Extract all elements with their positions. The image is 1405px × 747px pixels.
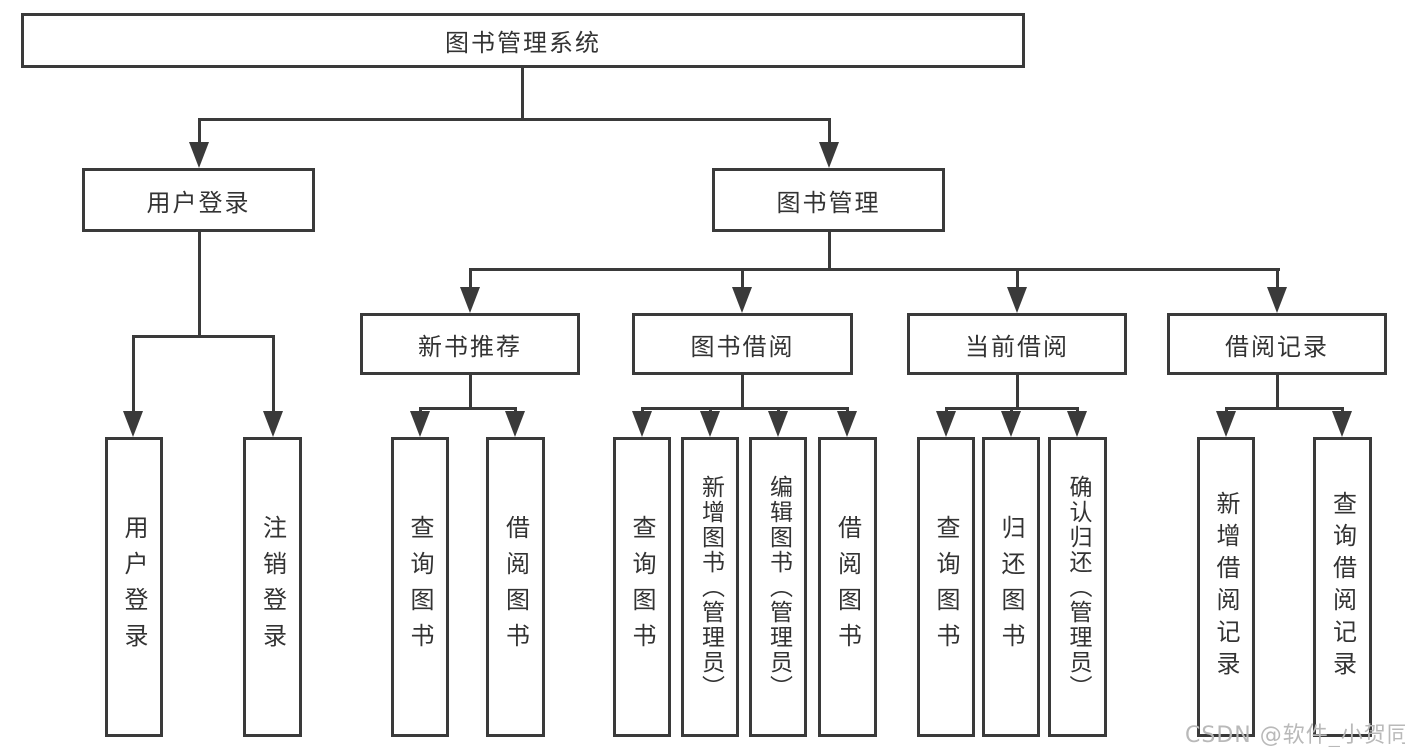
leaf-query-books-current: 查询图书 <box>917 437 975 737</box>
node-new-book-recommendation: 新书推荐 <box>360 313 580 375</box>
arrowhead-down-icon <box>505 411 525 437</box>
leaf-label: 查询借阅记录 <box>1328 491 1357 683</box>
connector-drop-leaf <box>1075 407 1079 413</box>
leaf-label: 编辑图书（管理员） <box>765 474 792 700</box>
connector-drop-level3 <box>740 268 744 289</box>
node-book-management: 图书管理 <box>712 168 945 232</box>
connector-records-stem <box>1275 375 1279 407</box>
connector-drop-leaf <box>1009 407 1013 413</box>
leaf-label: 注销登录 <box>258 515 287 659</box>
connector-drop-leaf <box>1224 407 1228 413</box>
arrowhead-down-icon <box>1001 411 1021 437</box>
leaf-confirm-return-admin: 确认归还（管理员） <box>1048 437 1107 737</box>
arrowhead-down-icon <box>1007 287 1027 313</box>
node-user-login: 用户登录 <box>82 168 315 232</box>
arrowhead-down-icon <box>768 411 788 437</box>
root-node-library-management-system: 图书管理系统 <box>21 13 1025 68</box>
connector-drop-leaf <box>131 335 135 413</box>
connector-drop-user-login <box>197 118 201 146</box>
connector-records-split <box>1224 407 1344 410</box>
arrowhead-down-icon <box>837 411 857 437</box>
connector-borrowing-stem <box>740 375 744 407</box>
node-book-management-label: 图书管理 <box>776 188 881 217</box>
leaf-add-books-admin: 新增图书（管理员） <box>681 437 739 737</box>
connector-drop-level3 <box>468 268 472 289</box>
connector-borrowing-split <box>640 407 849 410</box>
connector-drop-level3 <box>1275 268 1279 289</box>
connector-book-management-split <box>468 268 1280 271</box>
leaf-edit-books-admin: 编辑图书（管理员） <box>749 437 807 737</box>
node-user-login-label: 用户登录 <box>146 188 251 217</box>
leaf-borrow-books: 借阅图书 <box>818 437 877 737</box>
connector-drop-book-management <box>827 118 831 146</box>
arrowhead-down-icon <box>460 287 480 313</box>
arrowhead-down-icon <box>732 287 752 313</box>
node-current-borrowing-label: 当前借阅 <box>965 332 1069 361</box>
arrowhead-down-icon <box>632 411 652 437</box>
node-book-borrowing: 图书借阅 <box>632 313 853 375</box>
root-node-label: 图书管理系统 <box>445 29 601 57</box>
leaf-query-books-recommend: 查询图书 <box>391 437 449 737</box>
node-new-book-recommendation-label: 新书推荐 <box>418 332 522 361</box>
leaf-label: 查询图书 <box>406 515 434 659</box>
leaf-label: 新增借阅记录 <box>1212 491 1240 683</box>
arrowhead-down-icon <box>1216 411 1236 437</box>
connector-drop-leaf <box>776 407 780 413</box>
connector-book-management-stem <box>827 232 831 268</box>
arrowhead-down-icon <box>1267 287 1287 313</box>
leaf-label: 借阅图书 <box>501 515 530 659</box>
arrowhead-down-icon <box>189 142 209 168</box>
connector-drop-leaf <box>418 407 422 413</box>
arrowhead-down-icon <box>1067 411 1087 437</box>
connector-root-stem <box>520 68 524 118</box>
arrowhead-down-icon <box>410 411 430 437</box>
leaf-label: 查询图书 <box>932 515 960 659</box>
connector-drop-leaf <box>944 407 948 413</box>
leaf-label: 新增图书（管理员） <box>697 474 724 700</box>
leaf-label: 借阅图书 <box>833 515 862 659</box>
node-current-borrowing: 当前借阅 <box>907 313 1127 375</box>
arrowhead-down-icon <box>936 411 956 437</box>
leaf-label: 用户登录 <box>120 515 148 659</box>
connector-user-login-split <box>131 335 273 338</box>
connector-drop-leaf <box>513 407 517 413</box>
connector-drop-leaf <box>845 407 849 413</box>
leaf-label: 查询图书 <box>628 515 656 659</box>
connector-user-login-stem <box>197 232 201 335</box>
arrowhead-down-icon <box>819 142 839 168</box>
leaf-add-borrow-record: 新增借阅记录 <box>1197 437 1255 737</box>
arrowhead-down-icon <box>1332 411 1352 437</box>
leaf-query-borrow-record: 查询借阅记录 <box>1313 437 1372 737</box>
connector-drop-level3 <box>1015 268 1019 289</box>
leaf-label: 确认归还（管理员） <box>1065 474 1091 700</box>
arrowhead-down-icon <box>123 411 143 437</box>
leaf-user-login: 用户登录 <box>105 437 163 737</box>
connector-recommend-split <box>418 407 517 410</box>
connector-root-split <box>197 118 831 121</box>
connector-recommend-stem <box>468 375 472 407</box>
leaf-query-books-borrowing: 查询图书 <box>613 437 671 737</box>
connector-drop-leaf <box>640 407 644 413</box>
leaf-return-books: 归还图书 <box>982 437 1040 737</box>
csdn-watermark: CSDN @软件_小贺同学 <box>1185 723 1405 747</box>
node-borrowing-records: 借阅记录 <box>1167 313 1387 375</box>
connector-current-stem <box>1015 375 1019 407</box>
connector-drop-leaf <box>1340 407 1344 413</box>
connector-drop-leaf <box>271 335 275 413</box>
leaf-label: 归还图书 <box>997 515 1025 659</box>
leaf-borrow-books-recommend: 借阅图书 <box>486 437 545 737</box>
arrowhead-down-icon <box>263 411 283 437</box>
connector-drop-leaf <box>708 407 712 413</box>
leaf-logout: 注销登录 <box>243 437 302 737</box>
arrowhead-down-icon <box>700 411 720 437</box>
node-book-borrowing-label: 图书借阅 <box>690 332 795 361</box>
node-borrowing-records-label: 借阅记录 <box>1225 332 1329 361</box>
